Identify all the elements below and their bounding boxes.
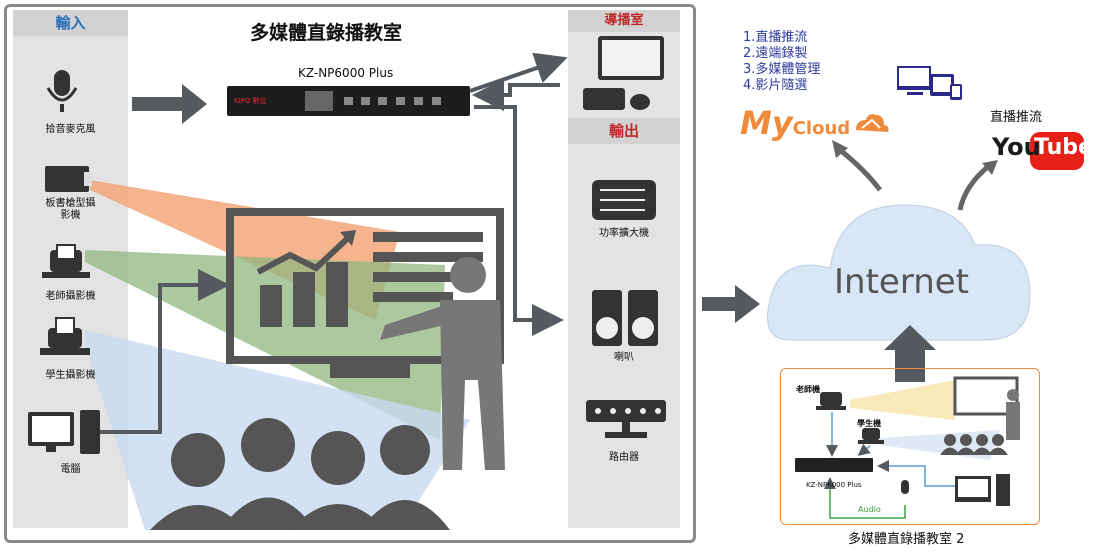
main-title: 多媒體直錄播教室	[250, 22, 403, 44]
output-label-speaker: 喇叭	[614, 352, 634, 363]
input-label-board-camera: 板書槍型攝 影機	[45, 198, 96, 221]
classroom2-teacher-cam-label: 老師機	[796, 385, 820, 394]
input-label-student-camera: 學生攝影機	[45, 370, 96, 381]
device-brand: KIPO 數位	[234, 97, 267, 105]
internet-cloud	[767, 204, 1031, 341]
input-label-computer: 電腦	[60, 464, 81, 475]
classroom2-box	[780, 368, 1040, 525]
microphone-icon	[54, 70, 70, 96]
control-room-header: 導播室	[568, 10, 680, 32]
classroom2-student-camera-icon	[862, 428, 880, 440]
feature-item: 3.多媒體管理	[743, 62, 821, 77]
output-label-amplifier: 功率擴大機	[599, 228, 649, 239]
classroom2-title: 多媒體直錄播教室 2	[848, 532, 965, 547]
youtube-logo-icon	[1030, 132, 1084, 170]
classroom2-device	[795, 458, 873, 472]
keyboard-icon	[583, 88, 625, 110]
classroom2-audio-label: Audio	[858, 505, 881, 514]
audience	[150, 418, 450, 530]
feature-item: 4.影片隨選	[743, 78, 808, 93]
input-label-microphone: 拾音麥克風	[45, 124, 96, 135]
input-label-teacher-camera: 老師攝影機	[45, 291, 96, 302]
feature-list: 1.直播推流 2.遠端錄製 3.多媒體管理 4.影片隨選	[743, 30, 820, 94]
output-header: 輸出	[568, 118, 680, 144]
classroom2-teacher-camera-icon	[820, 392, 842, 406]
youtube-you: You	[992, 133, 1041, 161]
camera-beam-green	[85, 250, 445, 440]
classroom2-device-label: KZ-NP6000 Plus	[806, 481, 862, 489]
mycloud-cloud: Cloud	[792, 118, 851, 139]
internet-label: Internet	[834, 262, 970, 302]
teacher-head	[450, 257, 486, 293]
classroom2-mic-icon	[901, 480, 909, 494]
device-name: KZ-NP6000 Plus	[298, 66, 394, 80]
computer-tower-icon	[80, 410, 100, 454]
mycloud-logo-icon	[856, 114, 889, 132]
youtube-tube: Tube	[1034, 135, 1093, 160]
feature-item: 1.直播推流	[743, 30, 808, 45]
mouse-icon	[630, 94, 650, 110]
live-push-label: 直播推流	[990, 110, 1043, 125]
board-camera-icon	[45, 166, 89, 192]
feature-item: 2.遠端錄製	[743, 46, 808, 61]
classroom2-student-cam-label: 學生機	[857, 419, 881, 428]
mycloud-my: My	[740, 104, 793, 142]
input-header: 輸入	[13, 10, 128, 36]
output-label-router: 路由器	[609, 452, 639, 463]
mycloud-logo: MyCloud	[740, 104, 850, 142]
